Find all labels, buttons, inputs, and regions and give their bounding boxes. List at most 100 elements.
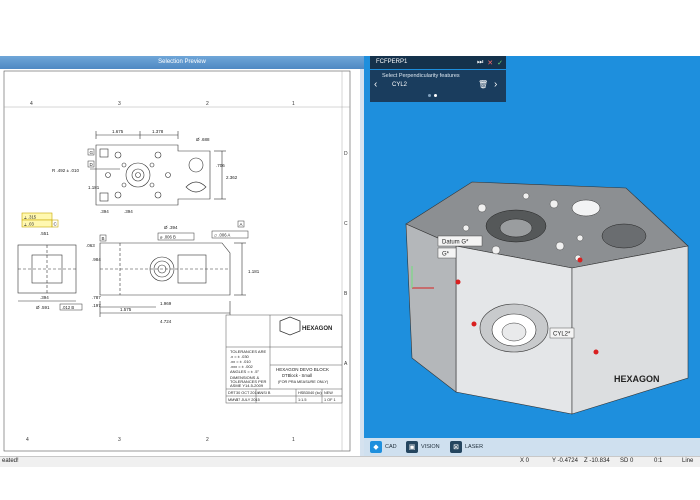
chevron-right-icon[interactable]: › [494, 79, 498, 90]
datum-g-label: Datum G* [442, 240, 469, 246]
fcf-perp-03: ⟂ .03 [24, 222, 34, 227]
cube-icon: ◆ [370, 441, 382, 453]
top-slot [601, 223, 647, 249]
cad-3d-viewport[interactable]: FCFPERP1 ⏭ ✕ ✓ Select Perpendicularity f… [364, 56, 700, 438]
trash-icon[interactable]: 🗑 [478, 80, 489, 89]
dim-2362: 2.362 [226, 175, 238, 180]
fcf-012b: .012 B [62, 305, 74, 310]
top-view [90, 131, 226, 206]
dim-1181: 1.181 [88, 185, 100, 190]
cad-mode-label: CAD [385, 444, 397, 450]
status-z: Z -10.834 [584, 458, 610, 464]
tol-title: TOLERANCES ARE [230, 349, 266, 354]
dim-706: .706 [216, 163, 225, 168]
datum-a-box: A [240, 222, 243, 227]
row-label-c: C [344, 221, 348, 227]
checked-date: 17 JULY 2015 [236, 398, 260, 402]
counterbore [571, 199, 601, 217]
probe-point [593, 349, 599, 355]
status-bar: eated! X 0 Y -0.4724 Z -10.834 SD 0 0:1 … [0, 456, 700, 467]
selection-preview-panel: Selection Preview 4 3 2 1 4 3 2 1 D C B … [0, 56, 364, 456]
laser-mode-button[interactable]: ⊠ LASER [450, 440, 483, 454]
hexagon-logo-mark [279, 316, 301, 336]
col-label-4: 4 [30, 101, 33, 107]
vision-mode-button[interactable]: ▣ VISION [406, 440, 440, 454]
drawing-border [3, 70, 351, 452]
datum-c-box: C [54, 222, 58, 227]
datum-b-box: B [102, 236, 105, 241]
col-label-3: 3 [118, 101, 121, 107]
fcf-position: ⌀ .006 B [160, 235, 176, 240]
dim-1181-front: 1.181 [248, 269, 260, 274]
dim-394b: .394 [124, 209, 133, 214]
dim-dia394: Ø .394 [164, 225, 178, 230]
close-icon[interactable]: ✕ [487, 59, 494, 67]
selection-prompt: Select Perpendicularity features ‹ CYL2 … [370, 70, 506, 102]
front-view [99, 242, 246, 317]
dims-title-2: TOLERANCES PER [230, 379, 266, 384]
row-label-a: A [344, 361, 348, 367]
dim-radius: R .492 ± .010 [52, 168, 79, 173]
block-right-face [571, 245, 689, 415]
drawing-number: HSB3040 (kc) [298, 391, 322, 395]
drawn-date: 30 OCT 2014 [236, 391, 259, 395]
selection-preview-title: Selection Preview [0, 56, 364, 69]
fcf-flatness: ⏥ .006 A [214, 233, 230, 238]
col-label-1: 1 [292, 101, 295, 107]
col-label-bottom-2: 2 [206, 437, 209, 443]
tol-1: .x = ± .030 [230, 354, 250, 359]
dim-063: .063 [86, 243, 95, 248]
g-label: G* [442, 252, 450, 258]
command-actions: ⏭ ✕ ✓ [468, 56, 506, 69]
feature-command-box[interactable]: FCFPERP1 [370, 56, 506, 69]
title-block [225, 314, 343, 404]
dim-1675: 1.675 [112, 129, 124, 134]
mode-toolbar: ◆ CAD ▣ VISION ⊠ LASER [364, 438, 700, 456]
dim-1575: 1.575 [120, 307, 132, 312]
selected-feature[interactable]: CYL2 [392, 82, 408, 88]
drawing-canvas[interactable]: 4 3 2 1 4 3 2 1 D C B A [0, 69, 360, 456]
dim-dia688: Ø .688 [196, 137, 210, 142]
chevron-left-icon[interactable]: ‹ [374, 79, 378, 90]
title-line-3: (FOR PRA MEASURE ONLY) [278, 380, 329, 384]
title-line-1: HEXAGON DEVO BLOCK [276, 367, 329, 372]
col-label-2: 2 [206, 101, 209, 107]
tol-3: .xxx = ± .002 [230, 364, 254, 369]
dim-1969: 1.969 [160, 301, 172, 306]
probe-point [455, 279, 461, 285]
sheet-number: 1 OF 1 [324, 398, 336, 402]
row-label-d: D [344, 151, 348, 157]
check-icon[interactable]: ✓ [497, 59, 503, 67]
preview-scrollbar[interactable] [360, 69, 364, 456]
dims-standard: ASME Y14.5-2009 [230, 383, 264, 388]
dim-787: .787 [92, 295, 101, 300]
fcf-perp-315: ⟂ .315 [24, 215, 37, 220]
dim-197: .197 [92, 303, 101, 308]
status-line: Line [682, 458, 694, 464]
dim-394a: .394 [100, 209, 109, 214]
skip-icon[interactable]: ⏭ [476, 58, 484, 66]
prompt-text: Select Perpendicularity features [382, 73, 460, 79]
laser-mode-label: LASER [465, 444, 484, 450]
cad-mode-button[interactable]: ◆ CAD [370, 440, 397, 454]
status-x: X 0 [520, 458, 530, 464]
datum-d-box: D [90, 162, 94, 167]
col-label-bottom-4: 4 [26, 437, 29, 443]
status-count: 0:1 [654, 458, 663, 464]
camera-icon: ▣ [406, 441, 418, 453]
tol-4: ANGLES = ± .5° [230, 369, 259, 374]
block-model[interactable]: Datum G* G* CYL2* HEXAGON [364, 96, 700, 416]
drawing-scale: 1:1.5 [298, 398, 306, 402]
title-line-2: DTBlock - Small [282, 373, 312, 378]
dim-1378: 1.378 [152, 129, 164, 134]
dim-dia591: Ø .591 [36, 305, 50, 310]
company-name: HEXAGON [302, 326, 332, 332]
hexagon-engraving: HEXAGON [614, 374, 660, 384]
dims-title: DIMENSIONS & [230, 375, 259, 380]
page-dots [428, 94, 437, 97]
dim-984: .984 [92, 257, 101, 262]
cyl2-label: CYL2* [553, 332, 571, 338]
status-sd: SD 0 [620, 458, 634, 464]
dim-551: .551 [40, 231, 49, 236]
probe-point [471, 321, 477, 327]
